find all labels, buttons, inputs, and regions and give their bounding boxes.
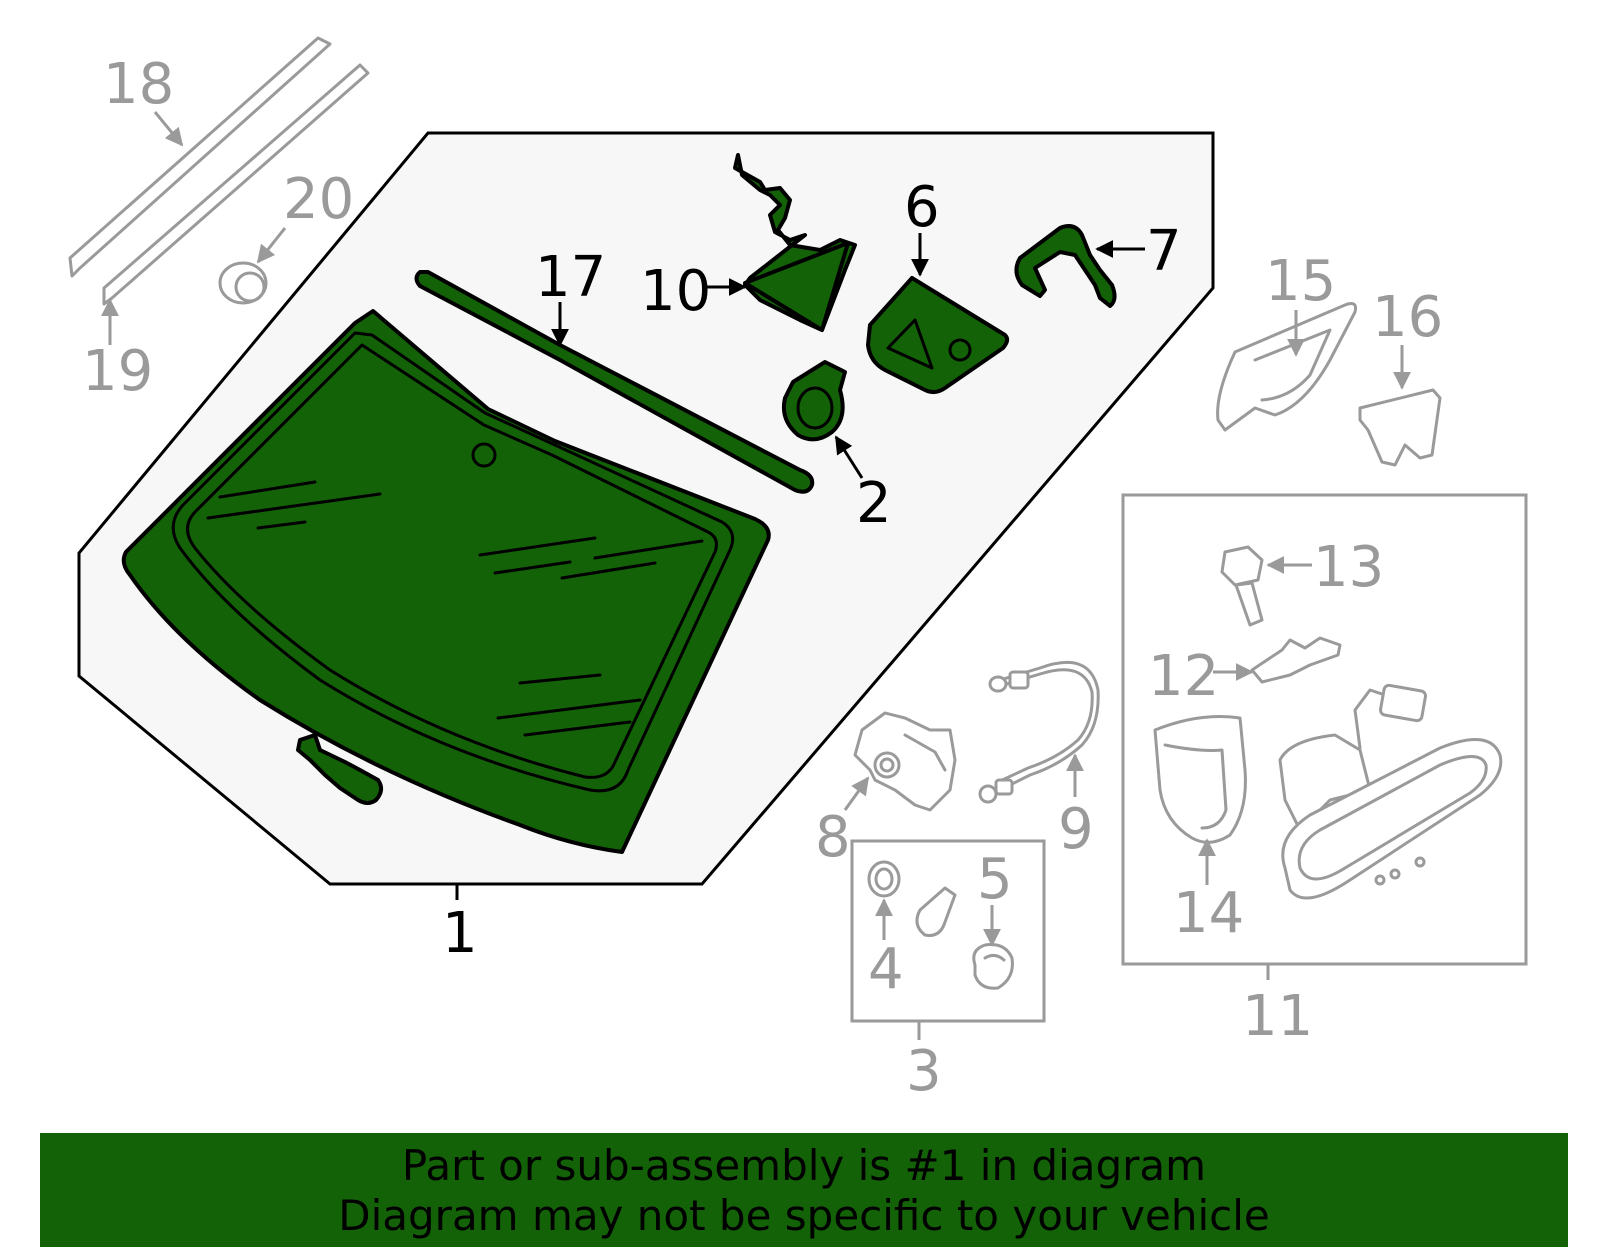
- banner-line-2: Diagram may not be specific to your vehi…: [338, 1191, 1270, 1240]
- leader-line-18: [153, 111, 184, 147]
- harness-clip-part-12[interactable]: [1250, 636, 1342, 684]
- callout-7[interactable]: 7: [1146, 219, 1182, 284]
- leader-line-20: [256, 227, 287, 264]
- rearview-mirror-assembly[interactable]: [1278, 683, 1503, 900]
- callout-17[interactable]: 17: [535, 245, 606, 310]
- callout-5[interactable]: 5: [977, 847, 1013, 912]
- callout-6[interactable]: 6: [904, 175, 940, 240]
- cover-part-15[interactable]: [1216, 302, 1357, 432]
- callout-13[interactable]: 13: [1313, 535, 1384, 600]
- sub-assembly-box-11: [1121, 493, 1528, 966]
- callout-14[interactable]: 14: [1173, 881, 1244, 946]
- leader-line-2: [834, 435, 864, 479]
- callout-20[interactable]: 20: [283, 167, 354, 232]
- mount-part-2[interactable]: [781, 360, 847, 442]
- clip-part-7[interactable]: [1014, 224, 1117, 308]
- callout-18[interactable]: 18: [103, 52, 174, 117]
- sensor-part-8[interactable]: [853, 711, 957, 812]
- molding-part-18[interactable]: [68, 36, 332, 278]
- callout-12[interactable]: 12: [1148, 644, 1219, 709]
- cover-part-16[interactable]: [1358, 388, 1442, 467]
- sensor-cover-part-10[interactable]: [733, 153, 857, 332]
- callout-19[interactable]: 19: [82, 339, 153, 404]
- wire-harness-part-9[interactable]: [978, 660, 1100, 804]
- leader-line-8: [843, 776, 870, 811]
- callout-3[interactable]: 3: [906, 1039, 942, 1104]
- bulb-item[interactable]: [915, 886, 957, 937]
- socket-part-5[interactable]: [972, 943, 1014, 990]
- windshield-glass-part-1[interactable]: [121, 309, 771, 854]
- callout-4[interactable]: 4: [868, 937, 904, 1002]
- sub-assembly-box-3: [850, 839, 1046, 1023]
- callout-2[interactable]: 2: [856, 471, 892, 536]
- callout-15[interactable]: 15: [1265, 249, 1336, 314]
- banner-line-1: Part or sub-assembly is #1 in diagram: [401, 1141, 1207, 1190]
- molding-strip-part-17[interactable]: [414, 270, 815, 494]
- mirror-cover-part-14[interactable]: [1153, 715, 1247, 844]
- callout-11[interactable]: 11: [1242, 984, 1313, 1049]
- callout-10[interactable]: 10: [640, 259, 711, 324]
- info-banner: Part or sub-assembly is #1 in diagram Di…: [40, 1133, 1568, 1247]
- callout-8[interactable]: 8: [815, 805, 851, 870]
- callout-9[interactable]: 9: [1058, 797, 1094, 862]
- bolt-part-13[interactable]: [1220, 545, 1264, 627]
- callout-16[interactable]: 16: [1372, 285, 1443, 350]
- seal-part-4[interactable]: [867, 860, 901, 898]
- callout-1[interactable]: 1: [442, 901, 478, 966]
- clip-part-20[interactable]: [218, 261, 268, 305]
- camera-bracket-part-6[interactable]: [866, 276, 1010, 395]
